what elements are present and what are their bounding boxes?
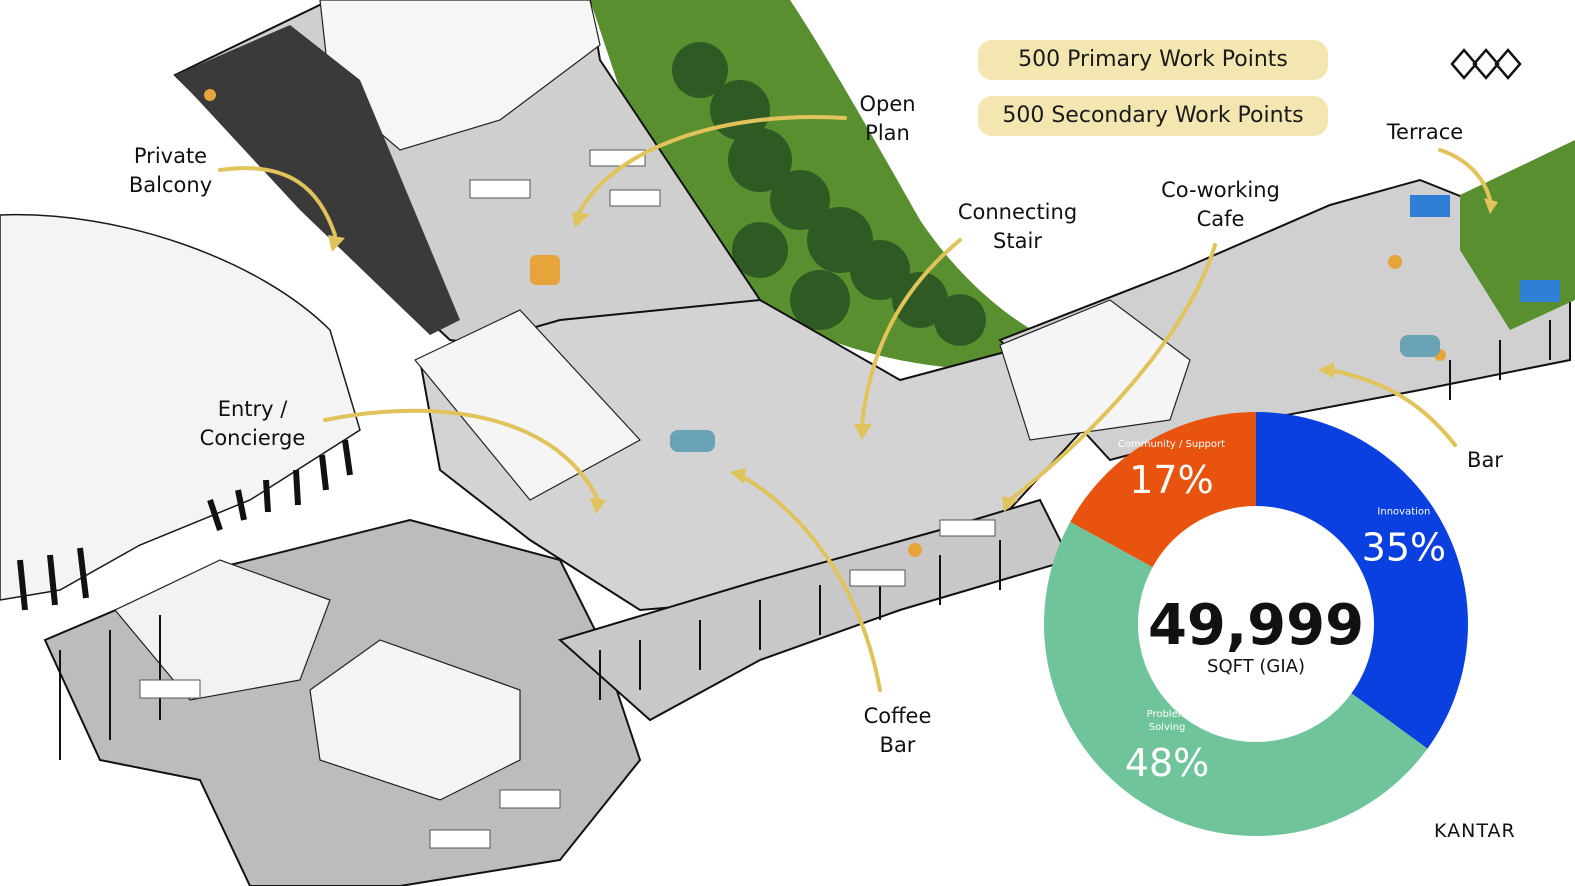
kantar-brand: KANTAR — [1434, 820, 1516, 842]
adjacent-building — [0, 213, 361, 601]
callout-arrows — [218, 115, 1492, 692]
arrow-open-plan — [576, 115, 847, 217]
arrow-coffee-bar — [738, 473, 882, 692]
label-bar: Bar — [1467, 448, 1503, 472]
desk-clusters — [139, 149, 996, 849]
arrow-bar — [1328, 368, 1457, 447]
balcony-deck — [175, 25, 460, 335]
secondary-work-points-badge: 500 Secondary Work Points — [978, 96, 1328, 136]
total-area-value: 49,999 — [1148, 593, 1364, 658]
slice-name-label: Innovation — [1377, 507, 1430, 518]
arrow-private-balcony — [218, 166, 337, 237]
slice-percent-label: 48% — [1125, 741, 1209, 785]
pingpong-tables — [1410, 195, 1560, 302]
concierge-block — [414, 309, 641, 501]
total-area-unit: SQFT (GIA) — [1207, 656, 1305, 677]
donut-hole — [1138, 506, 1374, 742]
label-entry-concierge: Entry /Concierge — [199, 397, 306, 450]
arrow-terrace — [1438, 148, 1492, 202]
seating-teal — [670, 335, 1440, 452]
coworking-block — [999, 299, 1191, 441]
lounge-furniture — [204, 89, 1446, 557]
slice-percent-label: 35% — [1362, 526, 1446, 570]
label-terrace: Terrace — [1386, 120, 1464, 144]
arrow-entry-concierge — [323, 408, 600, 502]
primary-work-points-badge: 500 Primary Work Points — [978, 40, 1328, 80]
core-block-south — [309, 639, 521, 801]
slice-name-label: Community / Support — [1118, 439, 1225, 450]
arrow-connecting-stair — [860, 238, 962, 427]
space-allocation-donut-chart: 49,999 SQFT (GIA) Innovation 35% ProblemSo… — [1044, 412, 1468, 836]
diamond-logo-icon — [1450, 48, 1522, 80]
arrow-coworking-cafe — [1008, 243, 1217, 502]
tree-canopy — [672, 42, 986, 346]
slice-name-label: Solving — [1149, 722, 1186, 733]
slice-name-label: Problem — [1147, 709, 1188, 720]
glazing-mullions — [59, 320, 1551, 760]
building-fins — [17, 439, 353, 611]
arrow-heads — [328, 198, 1498, 514]
slice-percent-label: 17% — [1129, 458, 1213, 502]
